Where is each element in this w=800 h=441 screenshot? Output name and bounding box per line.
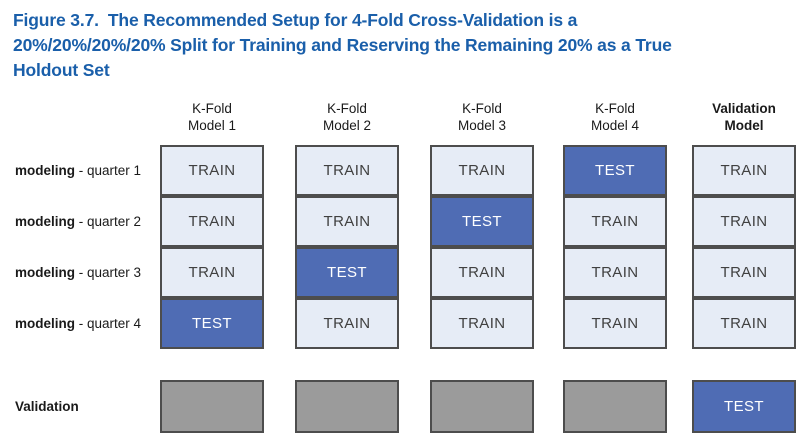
validation-cell-c3-empty xyxy=(430,380,534,433)
fold-cell-r4-c4-train: TRAIN xyxy=(563,298,667,349)
column-header-line2: Model xyxy=(724,118,764,133)
row-label-quarter-2: modeling - quarter 2 xyxy=(15,214,165,229)
figure-caption: Figure 3.7.The Recommended Setup for 4-F… xyxy=(13,8,713,83)
row-label-strong: modeling xyxy=(15,315,75,331)
row-label-quarter-1: modeling - quarter 1 xyxy=(15,163,165,178)
fold-cell-r2-c4-train: TRAIN xyxy=(563,196,667,247)
fold-cell-r3-c3-train: TRAIN xyxy=(430,247,534,298)
row-label-strong: modeling xyxy=(15,264,75,280)
fold-cell-r2-c1-train: TRAIN xyxy=(160,196,264,247)
figure-caption-text: The Recommended Setup for 4-Fold Cross-V… xyxy=(13,10,672,80)
row-label-rest: - quarter 3 xyxy=(75,264,142,280)
figure-number: Figure 3.7. xyxy=(13,10,99,30)
row-label-rest: - quarter 1 xyxy=(75,162,142,178)
fold-cell-r3-c4-train: TRAIN xyxy=(563,247,667,298)
row-label-rest: - quarter 4 xyxy=(75,315,142,331)
fold-cell-r1-c2-train: TRAIN xyxy=(295,145,399,196)
fold-cell-r2-c2-train: TRAIN xyxy=(295,196,399,247)
column-header-line2: Model 2 xyxy=(322,118,372,133)
fold-cell-r4-c3-train: TRAIN xyxy=(430,298,534,349)
validation-cell-c1-empty xyxy=(160,380,264,433)
fold-cell-r3-c1-train: TRAIN xyxy=(160,247,264,298)
row-label-quarter-3: modeling - quarter 3 xyxy=(15,265,165,280)
validation-cell-c2-empty xyxy=(295,380,399,433)
fold-cell-r1-c5-train: TRAIN xyxy=(692,145,796,196)
row-label-validation: Validation xyxy=(15,399,165,414)
fold-cell-r4-c2-train: TRAIN xyxy=(295,298,399,349)
fold-cell-r1-c1-train: TRAIN xyxy=(160,145,264,196)
row-label-strong: modeling xyxy=(15,162,75,178)
validation-cell-c5-test: TEST xyxy=(692,380,796,433)
fold-cell-r4-c5-train: TRAIN xyxy=(692,298,796,349)
row-label-strong: Validation xyxy=(15,398,79,414)
fold-cell-r2-c5-train: TRAIN xyxy=(692,196,796,247)
row-label-rest: - quarter 2 xyxy=(75,213,142,229)
fold-cell-r4-c1-test: TEST xyxy=(160,298,264,349)
fold-cell-r3-c2-test: TEST xyxy=(295,247,399,298)
column-header-line2: Model 1 xyxy=(187,118,237,133)
fold-cell-r3-c5-train: TRAIN xyxy=(692,247,796,298)
column-header-line2: Model 4 xyxy=(590,118,640,133)
row-label-strong: modeling xyxy=(15,213,75,229)
column-header-line1: K-Fold xyxy=(595,101,635,116)
fold-cell-r1-c4-test: TEST xyxy=(563,145,667,196)
fold-cell-r2-c3-test: TEST xyxy=(430,196,534,247)
validation-cell-c4-empty xyxy=(563,380,667,433)
column-header-line2: Model 3 xyxy=(457,118,507,133)
row-label-quarter-4: modeling - quarter 4 xyxy=(15,316,165,331)
column-header-line1: K-Fold xyxy=(327,101,367,116)
fold-cell-r1-c3-train: TRAIN xyxy=(430,145,534,196)
column-header-line1: K-Fold xyxy=(192,101,232,116)
column-header-line1: Validation xyxy=(712,101,776,116)
column-header-line1: K-Fold xyxy=(462,101,502,116)
